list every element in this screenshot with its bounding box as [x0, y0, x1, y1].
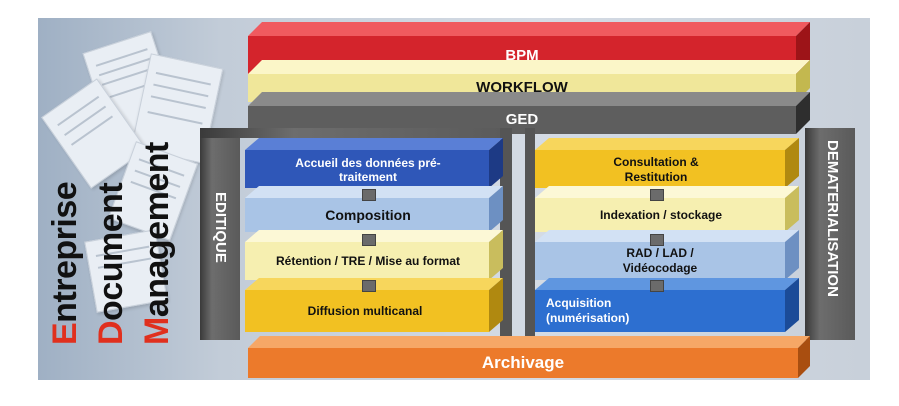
connector [362, 234, 376, 246]
bpm-layer-label: BPM [505, 47, 539, 64]
connector [650, 280, 664, 292]
archivage-layer-label: Archivage [481, 353, 565, 372]
editique-block-4: Diffusion multicanal [307, 303, 423, 318]
edm-title: Entreprise Document Management [42, 105, 180, 345]
demat-blocks-shapes [535, 138, 799, 332]
connector [362, 189, 376, 201]
edm-title-line-1: Entreprise [46, 181, 84, 345]
edm-title-line-3: Management [138, 142, 176, 345]
workflow-layer-label: WORKFLOW [476, 79, 568, 96]
demat-block-1: Consultation & Restitution [613, 155, 699, 184]
demat-block-2: Indexation / stockage [599, 208, 723, 222]
edm-title-line-2: Document [92, 182, 130, 345]
dematerialisation-label: DEMATERIALISATION [824, 140, 841, 297]
archivage-layer-shape [248, 336, 810, 378]
connector [650, 234, 664, 246]
editique-block-1: Accueil des données pré-traitement [295, 156, 441, 184]
editique-label: EDITIQUE [212, 192, 229, 263]
editique-frame-top [200, 128, 512, 138]
editique-frame-left [200, 128, 240, 340]
editique-block-2: Composition [325, 207, 411, 223]
demat-frame-left [525, 128, 535, 340]
ged-layer-label: GED [505, 111, 539, 128]
demat-block-3: RAD / LAD / Vidéocodage [622, 246, 698, 275]
connector [362, 280, 376, 292]
editique-block-3: Rétention / TRE / Mise au format [275, 253, 461, 268]
editique-blocks-shapes [245, 138, 503, 332]
demat-frame-right [805, 128, 855, 340]
connector [650, 189, 664, 201]
demat-block-4: Acquisition (numérisation) [546, 296, 630, 325]
